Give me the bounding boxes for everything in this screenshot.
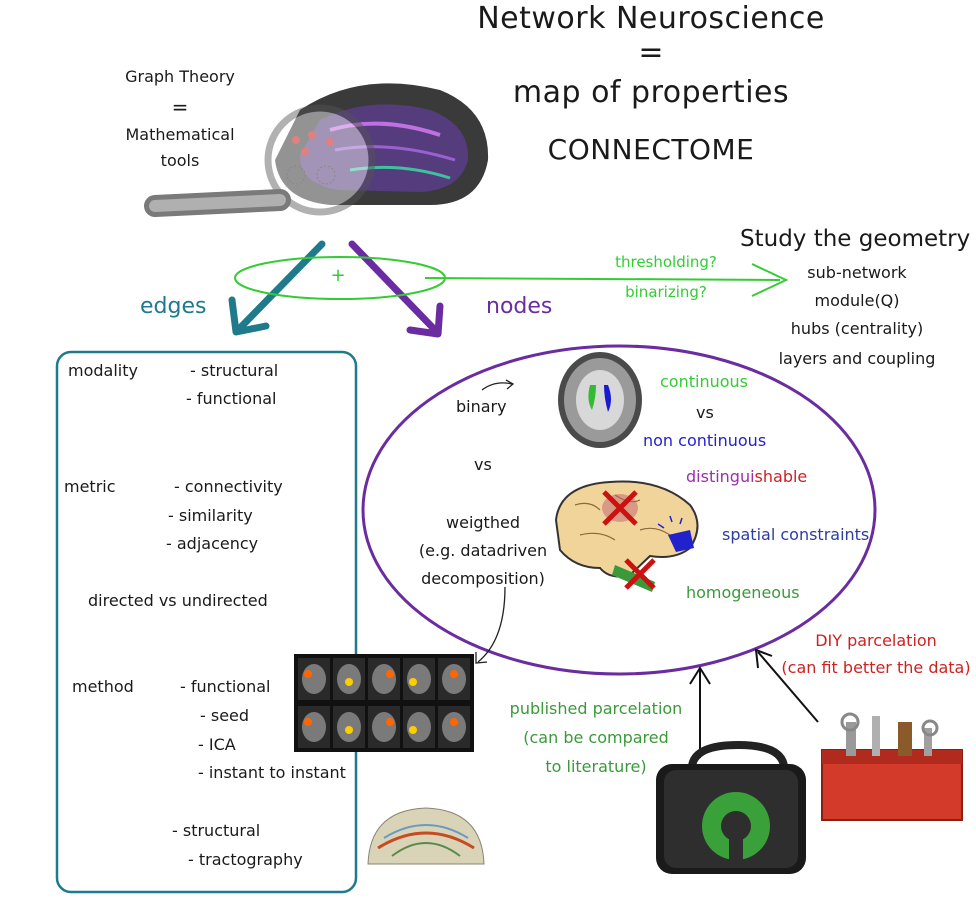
metric-label: metric xyxy=(64,477,116,496)
toolbox-image xyxy=(821,712,963,821)
modality-label: modality xyxy=(68,361,138,380)
method-functional-item: - seed xyxy=(200,706,250,725)
metric-item: - connectivity xyxy=(174,477,283,496)
ica-map-blob xyxy=(386,718,394,726)
threshold-arrow xyxy=(424,263,789,297)
published-parcellation-line3: to literature) xyxy=(545,757,647,776)
geometry-title: Study the geometry xyxy=(740,226,971,252)
ica-map-blob xyxy=(450,718,458,726)
metric-item: - adjacency xyxy=(166,534,259,553)
ica-map-brain xyxy=(372,664,396,694)
geometry-item: layers and coupling xyxy=(778,349,936,368)
published-parcellation-line2: (can be compared xyxy=(523,728,669,747)
weighted-line1: weigthed xyxy=(446,513,520,532)
modality-item: - functional xyxy=(186,389,277,408)
title-line1: Network Neuroscience xyxy=(477,1,825,36)
diy-arrow xyxy=(754,648,819,723)
geometry-item: hubs (centrality) xyxy=(790,319,924,338)
ica-map-brain xyxy=(302,664,326,694)
title-equals: = xyxy=(638,35,664,70)
distinguishable-part-a: distingui xyxy=(686,467,755,486)
ica-map-brain xyxy=(407,712,431,742)
method-functional-item: - ICA xyxy=(198,735,236,754)
magnifier-brain-image xyxy=(144,83,489,217)
published-arrow xyxy=(689,666,711,758)
ica-map-brain xyxy=(372,712,396,742)
method-structural: - structural xyxy=(172,821,261,840)
ica-map-brain xyxy=(442,664,466,694)
title-line2: map of properties xyxy=(512,75,790,110)
graph-theory-line3: tools xyxy=(160,151,200,170)
graph-theory-line2: Mathematical xyxy=(125,125,235,144)
ica-map-blob xyxy=(304,718,312,726)
decomposition-arrow xyxy=(477,586,506,663)
ica-map-blob xyxy=(450,670,458,678)
published-parcellation-line1: published parcelation xyxy=(509,699,683,718)
ica-map-blob xyxy=(386,670,394,678)
lateral-brain-image xyxy=(554,480,699,592)
method-functional: - functional xyxy=(180,677,271,696)
ica-map-brain xyxy=(407,664,431,694)
binary-arrow xyxy=(481,382,513,391)
non-continuous-label: non continuous xyxy=(643,431,767,450)
method-structural-item: - tractography xyxy=(188,850,303,869)
edges-box xyxy=(55,350,358,894)
homogeneous-label: homogeneous xyxy=(686,583,800,602)
continuous-label: continuous xyxy=(660,372,748,391)
geometry-item: sub-network xyxy=(807,263,907,282)
ica-map-blob xyxy=(345,678,353,686)
nodes-ellipse xyxy=(361,344,877,676)
binary-label: binary xyxy=(456,397,507,416)
metric-item: - similarity xyxy=(168,506,253,525)
graph-theory-equals: = xyxy=(171,95,189,119)
thresholding-label: thresholding? xyxy=(615,253,717,271)
weighted-line3: decomposition) xyxy=(421,569,545,588)
directed-label: directed vs undirected xyxy=(88,591,268,610)
geometry-item: module(Q) xyxy=(814,291,900,310)
title-line3: CONNECTOME xyxy=(547,133,755,166)
nodes-vs-label: vs xyxy=(474,455,492,474)
ica-map-brain xyxy=(302,712,326,742)
graph-theory-line1: Graph Theory xyxy=(125,67,235,86)
ica-map-blob xyxy=(409,678,417,686)
spatial-constraints-label: spatial constraints xyxy=(722,525,870,544)
distinguishable-part-b: shable xyxy=(754,467,808,486)
diy-parcellation-line1: DIY parcelation xyxy=(815,631,937,650)
open-source-briefcase-image xyxy=(656,740,806,874)
ica-map-brain xyxy=(442,712,466,742)
ica-maps-image xyxy=(294,654,474,752)
diy-parcellation-line2: (can fit better the data) xyxy=(781,658,971,677)
modality-item: - structural xyxy=(190,361,279,380)
edges-heading: edges xyxy=(140,294,207,319)
weighted-line2: (e.g. datadriven xyxy=(418,541,548,560)
method-label: method xyxy=(72,677,134,696)
binarizing-label: binarizing? xyxy=(625,283,707,301)
ica-map-blob xyxy=(409,726,417,734)
nodes-heading: nodes xyxy=(486,294,553,319)
axial-brain-image xyxy=(558,352,642,448)
method-functional-item: - instant to instant xyxy=(198,763,346,782)
plus-sign: + xyxy=(330,265,346,286)
distinguishable-label: distinguishable xyxy=(686,467,808,486)
ica-map-blob xyxy=(345,726,353,734)
tractography-image xyxy=(367,807,485,865)
continuous-vs-label: vs xyxy=(696,403,714,422)
ica-map-blob xyxy=(304,670,312,678)
